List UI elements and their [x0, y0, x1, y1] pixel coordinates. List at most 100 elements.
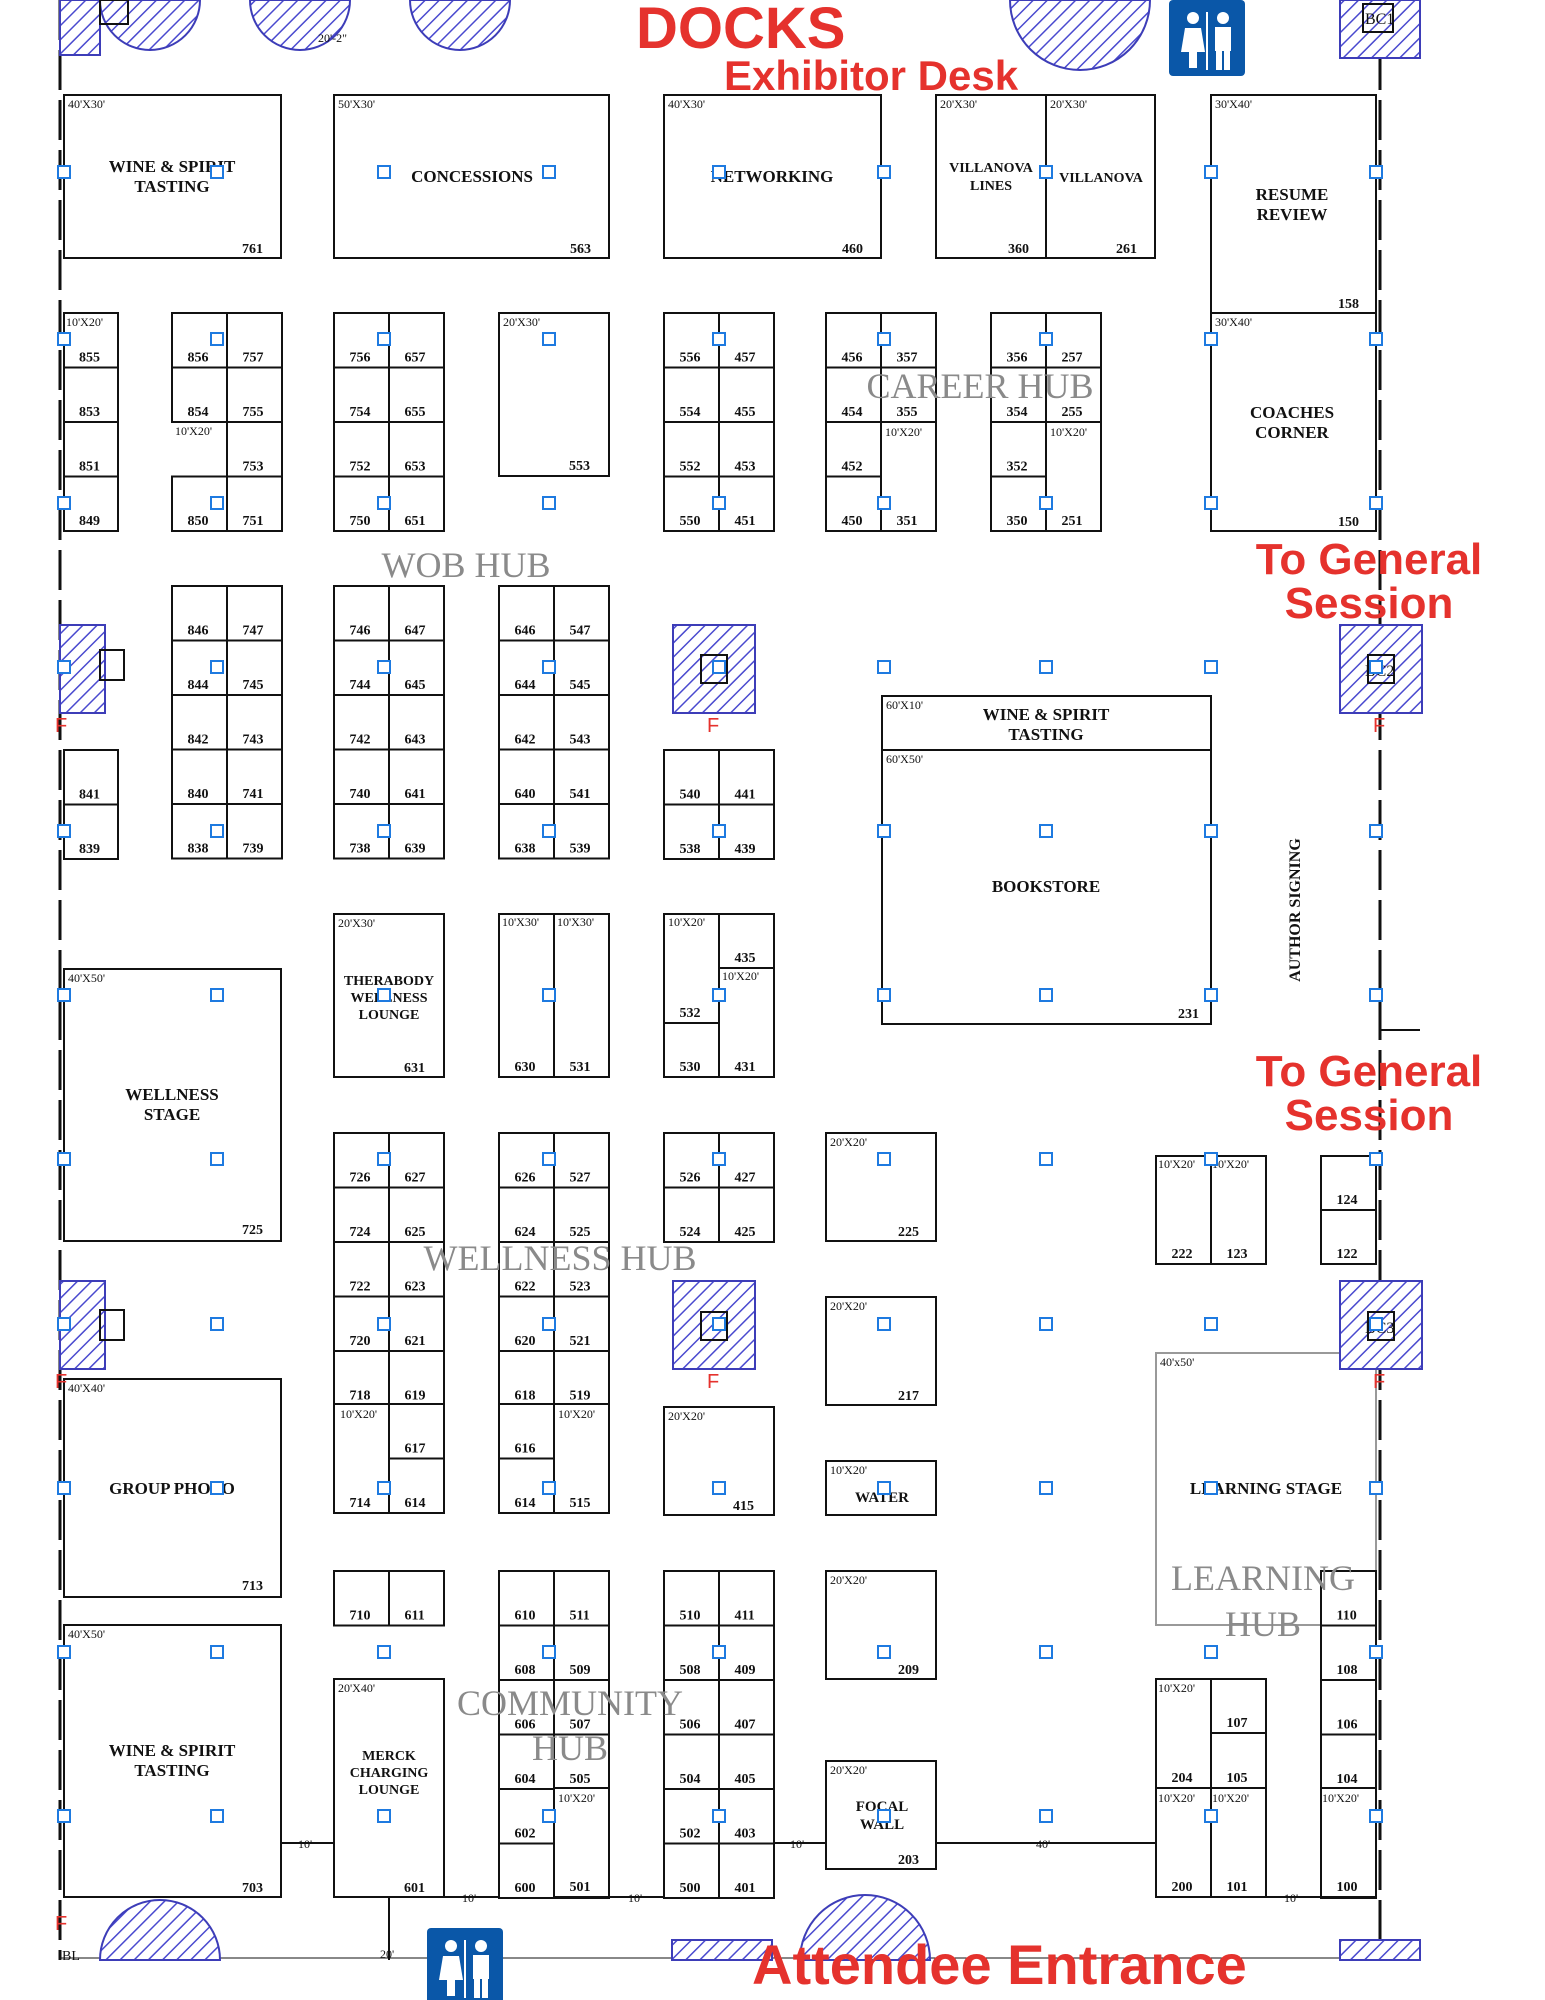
- booth-124[interactable]: 124: [1320, 1155, 1377, 1211]
- area-merck[interactable]: 20'X40' MERCK CHARGING LOUNGE 601: [333, 1678, 445, 1898]
- booth-554[interactable]: 554: [663, 366, 720, 423]
- booth-722[interactable]: 722: [333, 1241, 390, 1298]
- booth-407[interactable]: 407: [718, 1679, 775, 1736]
- booth-849[interactable]: 849: [63, 475, 119, 532]
- booth-425[interactable]: 425: [718, 1186, 775, 1243]
- booth-840[interactable]: 840: [171, 748, 228, 805]
- booth-530[interactable]: 530: [663, 1022, 720, 1078]
- booth-616[interactable]: 616: [498, 1403, 555, 1460]
- booth-625[interactable]: 625: [388, 1186, 445, 1243]
- booth-844[interactable]: 844: [171, 639, 228, 696]
- booth-122[interactable]: 122: [1320, 1209, 1377, 1265]
- booth-755[interactable]: 755: [226, 366, 283, 423]
- booth-724[interactable]: 724: [333, 1186, 390, 1243]
- booth-106[interactable]: 106: [1320, 1679, 1377, 1736]
- booth-644[interactable]: 644: [498, 639, 555, 696]
- booth-456[interactable]: 456: [825, 312, 882, 369]
- booth-640[interactable]: 640: [498, 748, 555, 805]
- booth-651[interactable]: 651: [388, 475, 445, 532]
- booth-204[interactable]: 204: [1155, 1678, 1212, 1789]
- booth-435[interactable]: 435: [718, 913, 775, 969]
- booth-646[interactable]: 646: [498, 585, 555, 642]
- booth-741[interactable]: 741: [226, 748, 283, 805]
- area-group-photo[interactable]: 40'X40' GROUP PHOTO 713: [63, 1378, 282, 1598]
- booth-538[interactable]: 538: [663, 803, 720, 860]
- booth-742[interactable]: 742: [333, 694, 390, 751]
- booth-841[interactable]: 841: [63, 749, 119, 806]
- booth-639[interactable]: 639: [388, 803, 445, 860]
- booth-519[interactable]: 519: [553, 1350, 610, 1407]
- area-networking[interactable]: 40'X30' NETWORKING 460: [663, 94, 882, 259]
- booth-356[interactable]: 356: [990, 312, 1047, 369]
- booth-455[interactable]: 455: [718, 366, 775, 423]
- area-wine-bottom[interactable]: 40'X50' WINE & SPIRIT TASTING 703: [63, 1624, 282, 1898]
- booth-853[interactable]: 853: [63, 366, 119, 423]
- booth-751[interactable]: 751: [226, 475, 283, 532]
- area-villanova[interactable]: 20'X30' VILLANOVA 261: [1045, 94, 1156, 259]
- booth-209[interactable]: 20'X20' 209: [825, 1570, 937, 1680]
- booth-657[interactable]: 657: [388, 312, 445, 369]
- booth-108[interactable]: 108: [1320, 1624, 1377, 1681]
- booth-739[interactable]: 739: [226, 803, 283, 860]
- booth-431[interactable]: 431: [718, 967, 775, 1078]
- booth-439[interactable]: 439: [718, 803, 775, 860]
- booth-619[interactable]: 619: [388, 1350, 445, 1407]
- booth-502[interactable]: 502: [663, 1788, 720, 1845]
- general-session-sign-2[interactable]: To General Session: [1256, 1047, 1483, 1140]
- booth-532[interactable]: 532: [663, 913, 720, 1024]
- booth-624[interactable]: 624: [498, 1186, 555, 1243]
- booth-415[interactable]: 20'X20' 415: [663, 1406, 775, 1516]
- area-concessions[interactable]: 50'X30' CONCESSIONS 563: [333, 94, 610, 259]
- booth-842[interactable]: 842: [171, 694, 228, 751]
- booth-543[interactable]: 543: [553, 694, 610, 751]
- booth-225[interactable]: 20'X20' 225: [825, 1132, 937, 1242]
- booth-515[interactable]: 515: [553, 1403, 610, 1514]
- booth-710[interactable]: 710: [333, 1570, 390, 1627]
- booth-846[interactable]: 846: [171, 585, 228, 642]
- booth-352[interactable]: 352: [990, 421, 1047, 478]
- booth-350[interactable]: 350: [990, 475, 1047, 532]
- booth-451[interactable]: 451: [718, 475, 775, 532]
- booth-540[interactable]: 540: [663, 749, 720, 806]
- booth-511[interactable]: 511: [553, 1570, 610, 1627]
- booth-545[interactable]: 545: [553, 639, 610, 696]
- booth-527[interactable]: 527: [553, 1132, 610, 1189]
- booth-409[interactable]: 409: [718, 1624, 775, 1681]
- area-bookstore[interactable]: 60'X50' BOOKSTORE 231: [881, 749, 1212, 1025]
- area-resume-review[interactable]: 30'X40' RESUME REVIEW 158: [1210, 94, 1377, 314]
- booth-617[interactable]: 617: [388, 1403, 445, 1460]
- booth-641[interactable]: 641: [388, 748, 445, 805]
- booth-550[interactable]: 550: [663, 475, 720, 532]
- area-villanova-lines[interactable]: 20'X30' VILLANOVA LINES 360: [935, 94, 1047, 259]
- booth-552[interactable]: 552: [663, 421, 720, 478]
- booth-508[interactable]: 508: [663, 1624, 720, 1681]
- booth-110[interactable]: 110: [1320, 1570, 1377, 1627]
- booth-757[interactable]: 757: [226, 312, 283, 369]
- booth-403[interactable]: 403: [718, 1788, 775, 1845]
- area-coaches-corner[interactable]: 30'X40' COACHES CORNER 150: [1210, 312, 1377, 532]
- booth-104[interactable]: 104: [1320, 1733, 1377, 1790]
- booth-510[interactable]: 510: [663, 1570, 720, 1627]
- booth-526[interactable]: 526: [663, 1132, 720, 1189]
- booth-653[interactable]: 653: [388, 421, 445, 478]
- booth-450[interactable]: 450: [825, 475, 882, 532]
- general-session-sign-1[interactable]: To General Session: [1256, 535, 1483, 628]
- booth-251[interactable]: 251: [1045, 421, 1102, 532]
- booth-747[interactable]: 747: [226, 585, 283, 642]
- booth-107[interactable]: 107: [1210, 1678, 1267, 1734]
- booth-504[interactable]: 504: [663, 1733, 720, 1790]
- booth-521[interactable]: 521: [553, 1295, 610, 1352]
- booth-222[interactable]: 222: [1155, 1155, 1212, 1265]
- booth-101[interactable]: 101: [1210, 1787, 1267, 1898]
- booth-441[interactable]: 441: [718, 749, 775, 806]
- booth-642[interactable]: 642: [498, 694, 555, 751]
- booth-839[interactable]: 839: [63, 803, 119, 860]
- booth-621[interactable]: 621: [388, 1295, 445, 1352]
- booth-217[interactable]: 20'X20' 217: [825, 1296, 937, 1406]
- booth-611[interactable]: 611: [388, 1570, 445, 1627]
- area-wine-mid[interactable]: 60'X10' WINE & SPIRIT TASTING: [881, 695, 1212, 751]
- booth-753[interactable]: 753: [226, 421, 283, 478]
- booth-600[interactable]: 600: [498, 1842, 555, 1899]
- booth-531[interactable]: 531: [553, 913, 610, 1078]
- area-therabody[interactable]: 20'X30' THERABODY WELLNESS LOUNGE 631: [333, 913, 445, 1078]
